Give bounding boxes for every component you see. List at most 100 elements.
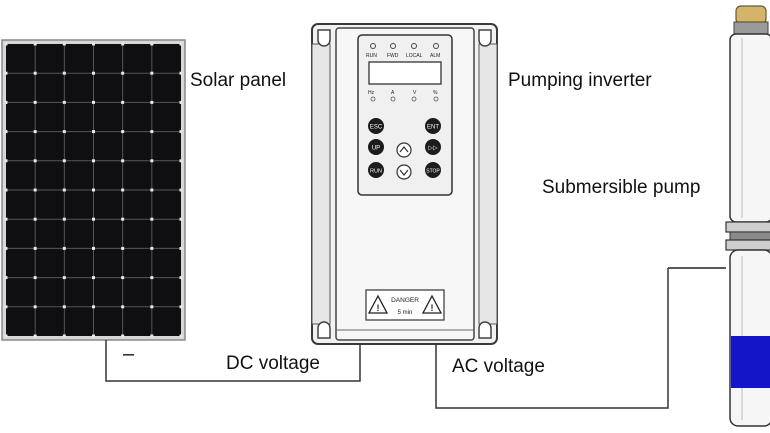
danger-time: 5 min: [398, 310, 413, 316]
unit-label-a: A: [391, 90, 395, 96]
cell-corner-dot: [150, 217, 154, 221]
cell-corner-dot: [121, 246, 125, 250]
solar-cell-grid: [4, 42, 183, 338]
danger-warning-label: ! ! DANGER 5 min: [365, 289, 445, 321]
cell-corner-dot: [33, 159, 37, 163]
cell-corner-dot: [62, 305, 66, 309]
svg-text:RUN: RUN: [370, 169, 382, 175]
cell-corner-dot: [4, 71, 8, 75]
svg-text:UP: UP: [372, 146, 380, 152]
cell-corner-dot: [62, 130, 66, 134]
cell-corner-dot: [4, 217, 8, 221]
cell-corner-dot: [179, 71, 183, 75]
danger-title: DANGER: [391, 297, 419, 304]
cell-corner-dot: [179, 305, 183, 309]
led-label-fwd: FWD: [387, 53, 399, 59]
cell-corner-dot: [92, 100, 95, 104]
cell-corner-dot: [150, 188, 154, 192]
cell-corner-dot: [121, 276, 125, 280]
cell-corner-dot: [92, 130, 95, 134]
svg-text:ENT: ENT: [427, 125, 439, 131]
cell-corner-dot: [4, 100, 8, 104]
cell-corner-dot: [92, 305, 95, 309]
cell-corner-dot: [33, 71, 37, 75]
run-key[interactable]: RUN: [368, 162, 384, 178]
cell-corner-dot: [33, 305, 37, 309]
solar-panel-label: Solar panel: [190, 70, 287, 91]
svg-text:ESC: ESC: [370, 125, 383, 131]
cell-corner-dot: [92, 334, 95, 338]
dc-wire: [105, 340, 361, 382]
cell-corner-dot: [33, 100, 37, 104]
cell-corner-dot: [150, 276, 154, 280]
cell-corner-dot: [33, 42, 37, 46]
unit-label-v: V: [413, 90, 417, 96]
cell-corner-dot: [179, 100, 183, 104]
keypad: RUN FWD LOCAL ALM Hz A V % ESC ENT: [357, 34, 453, 196]
cell-corner-dot: [121, 71, 125, 75]
pump-blue-band: [731, 336, 770, 388]
svg-text:▷▷: ▷▷: [428, 146, 438, 152]
cell-corner-dot: [92, 42, 95, 46]
cell-corner-dot: [62, 276, 66, 280]
cell-corner-dot: [62, 71, 66, 75]
cell-corner-dot: [150, 100, 154, 104]
solar-panel: [1, 39, 186, 341]
cell-corner-dot: [121, 188, 125, 192]
cell-corner-dot: [4, 130, 8, 134]
cell-corner-dot: [92, 246, 95, 250]
status-leds: [370, 43, 439, 49]
cell-corner-dot: [121, 334, 125, 338]
esc-key[interactable]: ESC: [368, 118, 384, 134]
cell-corner-dot: [62, 246, 66, 250]
negative-terminal-label: –: [123, 343, 135, 365]
cell-corner-dot: [4, 42, 8, 46]
cell-corner-dot: [62, 334, 66, 338]
mounting-holes: [317, 29, 492, 339]
cell-corner-dot: [62, 159, 66, 163]
cell-corner-dot: [33, 276, 37, 280]
cell-corner-dot: [92, 276, 95, 280]
cell-corner-dot: [179, 276, 183, 280]
pumping-inverter: RUN FWD LOCAL ALM Hz A V % ESC ENT: [311, 23, 498, 345]
cell-corner-dot: [4, 276, 8, 280]
pump-coupling: [725, 221, 770, 233]
unit-label-hz: Hz: [368, 90, 375, 96]
cell-corner-dot: [62, 100, 66, 104]
cell-corner-dot: [4, 305, 8, 309]
cell-corner-dot: [179, 159, 183, 163]
cell-corner-dot: [150, 42, 154, 46]
cell-corner-dot: [92, 71, 95, 75]
cell-corner-dot: [33, 246, 37, 250]
wiring: [105, 268, 669, 409]
cell-corner-dot: [150, 334, 154, 338]
unit-label-pct: %: [433, 90, 438, 96]
increase-arrow-key[interactable]: [396, 142, 412, 158]
cell-corner-dot: [62, 42, 66, 46]
cell-corner-dot: [121, 100, 125, 104]
led-label-run: RUN: [366, 53, 377, 59]
decrease-arrow-key[interactable]: [396, 164, 412, 180]
stop-key[interactable]: STOP: [425, 162, 441, 178]
cell-corner-dot: [150, 71, 154, 75]
ent-key[interactable]: ENT: [425, 118, 441, 134]
led-label-local: LOCAL: [406, 53, 423, 59]
cell-corner-dot: [121, 130, 125, 134]
cell-corner-dot: [179, 246, 183, 250]
cell-corner-dot: [121, 159, 125, 163]
warning-triangle-icon: !: [421, 294, 443, 314]
cell-corner-dot: [150, 305, 154, 309]
up-key[interactable]: UP: [368, 139, 384, 155]
cell-corner-dot: [179, 188, 183, 192]
submersible-pump: [668, 5, 770, 427]
cell-corner-dot: [4, 246, 8, 250]
shift-key[interactable]: ▷▷: [425, 139, 441, 155]
ac-wire: [435, 268, 669, 409]
led-label-alm: ALM: [430, 53, 440, 59]
cell-corner-dot: [150, 130, 154, 134]
inverter-left-flange: [311, 43, 331, 325]
dc-voltage-label: DC voltage: [226, 353, 320, 374]
cell-corner-dot: [92, 188, 95, 192]
lcd-display: [368, 61, 442, 85]
